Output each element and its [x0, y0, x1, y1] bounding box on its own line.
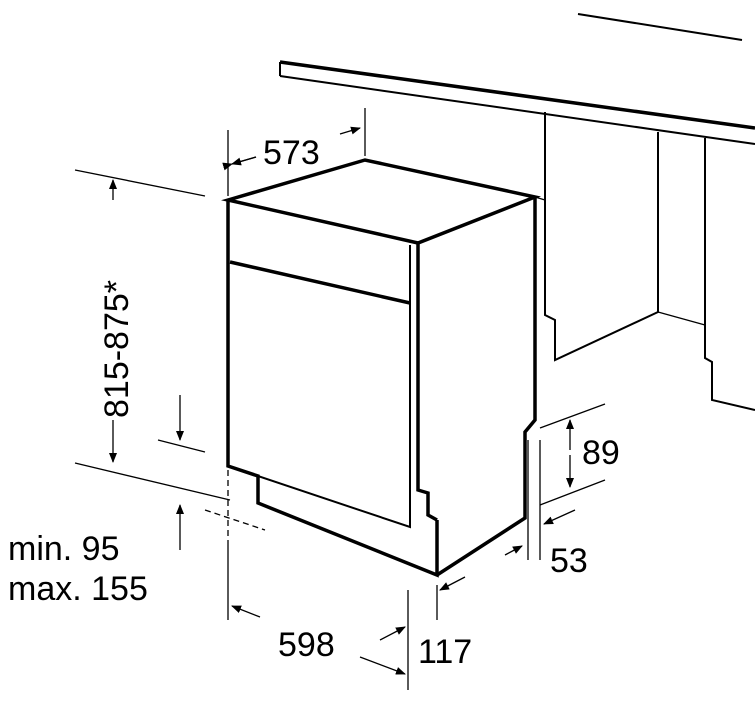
width-dimension: 598 117 [227, 540, 523, 690]
height-dimension: 815-875* [74, 169, 231, 501]
plinth-dimension: 89 53 [527, 403, 620, 580]
dishwasher [221, 158, 546, 578]
adjacent-cabinet [544, 112, 755, 411]
width-label: 598 [278, 626, 335, 664]
countertop [279, 13, 755, 145]
height-label: 815-875* [98, 280, 136, 418]
plinth-depth-label: 53 [550, 542, 588, 580]
plinth-offset-label: 117 [418, 633, 472, 671]
gap-dimension: min. 95 max. 155 [8, 395, 266, 608]
min-gap-label: min. 95 [8, 530, 120, 568]
depth-dimension: 573 [222, 108, 366, 196]
plinth-height-label: 89 [582, 434, 620, 472]
max-gap-label: max. 155 [8, 570, 148, 608]
depth-label: 573 [263, 134, 320, 172]
